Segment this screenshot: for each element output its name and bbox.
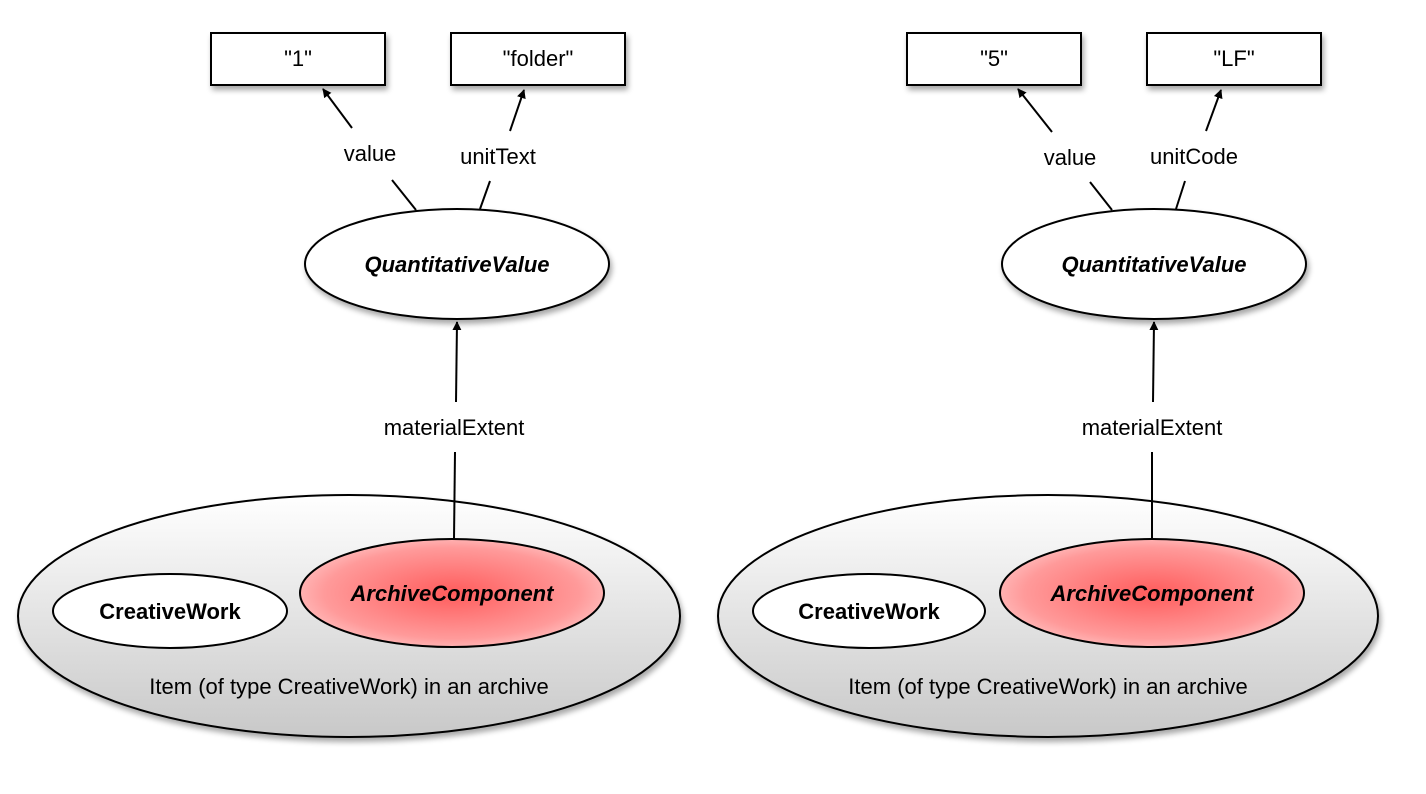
right-unit-edge-upper (1205, 89, 1223, 132)
left-unit-edge-lower (479, 180, 491, 210)
right-unit-label: unitCode (1150, 144, 1238, 169)
right-value-edge-upper (1017, 88, 1053, 133)
right-diagram: Item (of type CreativeWork) in an archiv… (717, 32, 1379, 738)
left-value-edge-upper (322, 88, 353, 129)
left-extent-label: materialExtent (384, 415, 525, 440)
left-unit-edge-upper (509, 89, 526, 132)
left-creativework-label: CreativeWork (99, 599, 241, 624)
left-literal-unit-text: "folder" (503, 46, 574, 71)
right-extent-label: materialExtent (1082, 415, 1223, 440)
left-extent-edge-lower (453, 451, 456, 540)
left-literal-value-text: "1" (284, 46, 312, 71)
left-value-label: value (344, 141, 397, 166)
left-quantitative-label: QuantitativeValue (364, 252, 549, 277)
right-value-label: value (1044, 145, 1097, 170)
right-literal-value-text: "5" (980, 46, 1008, 71)
right-archivecomponent-label: ArchiveComponent (1050, 581, 1256, 606)
left-literal-value-box (210, 32, 386, 86)
left-literal-unit-box (450, 32, 626, 86)
right-extent-edge-upper (1149, 321, 1159, 403)
right-creativework-node (752, 573, 986, 649)
left-container-caption: Item (of type CreativeWork) in an archiv… (149, 674, 548, 699)
right-unit-edge-lower (1175, 180, 1186, 210)
right-container-caption: Item (of type CreativeWork) in an archiv… (848, 674, 1247, 699)
right-creativework-label: CreativeWork (798, 599, 940, 624)
left-unit-label: unitText (460, 144, 536, 169)
left-value-edge-lower (391, 179, 417, 211)
right-literal-value-box (906, 32, 1082, 86)
left-quantitative-node (304, 208, 610, 320)
left-archivecomponent-node (299, 538, 605, 648)
right-literal-unit-text: "LF" (1213, 46, 1254, 71)
left-extent-edge-upper (452, 321, 462, 403)
right-quantitative-label: QuantitativeValue (1061, 252, 1246, 277)
right-quantitative-node (1001, 208, 1307, 320)
right-value-edge-lower (1089, 181, 1113, 211)
left-creativework-node (52, 573, 288, 649)
left-archivecomponent-label: ArchiveComponent (350, 581, 556, 606)
left-diagram: Item (of type CreativeWork) in an archiv… (17, 32, 681, 738)
right-literal-unit-box (1146, 32, 1322, 86)
